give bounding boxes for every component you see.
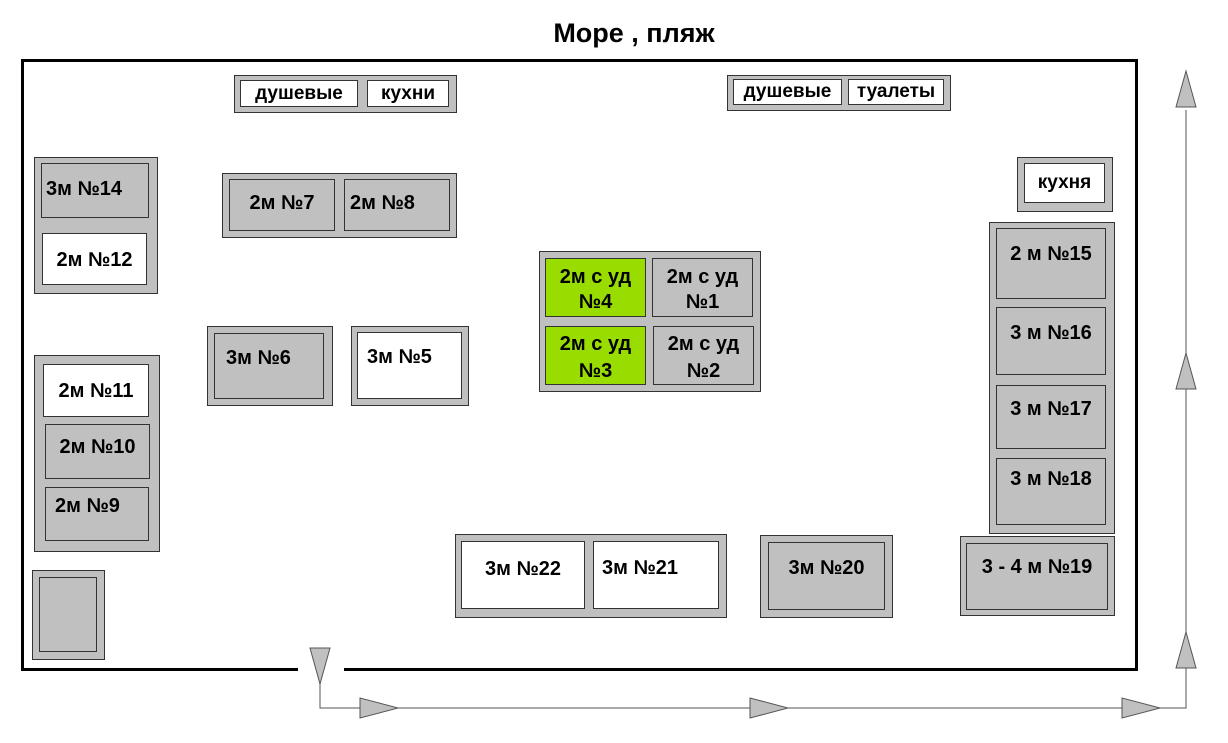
room-21: 3м №21 (593, 541, 719, 609)
room-4-line1: 2м с уд (559, 266, 632, 288)
kitchen: кухня (1024, 163, 1105, 203)
map-title: Море , пляж (553, 18, 715, 48)
room-12: 2м №12 (42, 233, 147, 285)
room-20: 3м №20 (768, 542, 885, 610)
arrow-up-icon (1175, 630, 1197, 669)
room-4: 2м с уд №4 (545, 258, 646, 317)
room-2: 2м с уд №2 (653, 326, 754, 385)
room-11: 2м №11 (43, 364, 149, 417)
room-3: 2м с уд №3 (545, 326, 646, 385)
arrow-up-icon (1175, 351, 1197, 390)
room-1: 2м с уд №1 (652, 258, 753, 317)
room-5: 3м №5 (357, 332, 462, 399)
room-10: 2м №10 (45, 424, 150, 479)
arrow-right-icon (1121, 697, 1162, 719)
room-9: 2м №9 (45, 487, 149, 541)
arrow-right-icon (359, 697, 400, 719)
arrow-right-icon (749, 697, 790, 719)
room-2-line2: №2 (686, 360, 721, 382)
room-8: 2м №8 (344, 179, 450, 231)
showers-right: душевые (733, 79, 842, 105)
room-4-line2: №4 (578, 291, 613, 313)
room-17: 3 м №17 (996, 385, 1106, 449)
room-1-line2: №1 (685, 291, 720, 313)
room-22: 3м №22 (461, 541, 585, 609)
room-16: 3 м №16 (996, 307, 1106, 375)
room-14: 3м №14 (41, 163, 149, 218)
room-7: 2м №7 (229, 179, 335, 231)
kitchens: кухни (367, 80, 449, 107)
room-18: 3 м №18 (996, 458, 1106, 525)
unlabeled-room (39, 577, 97, 652)
room-1-line1: 2м с уд (666, 266, 739, 288)
room-2-line1: 2м с уд (667, 333, 740, 355)
room-3-line2: №3 (578, 360, 613, 382)
room-6: 3м №6 (214, 333, 324, 399)
showers-left: душевые (240, 80, 358, 107)
room-19: 3 - 4 м №19 (966, 543, 1108, 610)
room-3-line1: 2м с уд (559, 333, 632, 355)
toilets: туалеты (848, 79, 944, 105)
arrow-up-icon (1175, 69, 1197, 108)
arrow-down-icon (309, 647, 331, 686)
room-15: 2 м №15 (996, 228, 1106, 299)
